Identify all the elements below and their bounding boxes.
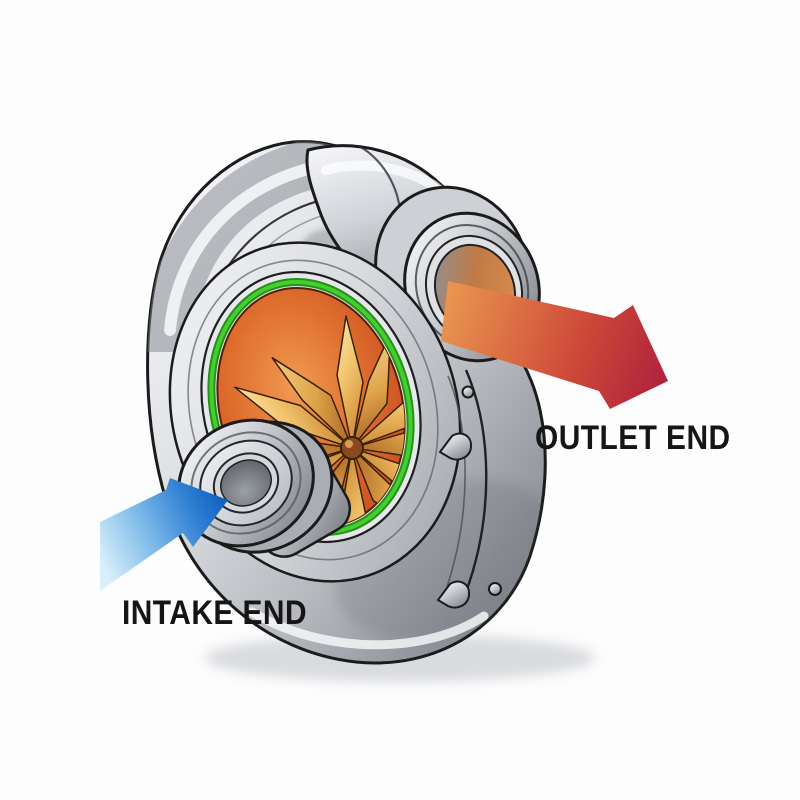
- bolt-ball-upper: [461, 385, 475, 399]
- bolt-ball-lower: [488, 582, 502, 596]
- bolt-lower: [436, 580, 471, 609]
- impeller-hub: [340, 436, 364, 460]
- intake-bore: [220, 459, 272, 507]
- outlet-label: OUTLET END: [535, 419, 731, 457]
- impeller-blade: [271, 357, 353, 449]
- impeller-blade: [336, 315, 364, 449]
- flange-line-outer: [464, 369, 488, 593]
- outlet-flow-arrow: [441, 281, 668, 409]
- intake-flow-arrow: [100, 478, 228, 591]
- bolt-upper: [438, 432, 473, 461]
- impeller-hub-highlight: [345, 440, 353, 448]
- flange-line-inner: [446, 375, 466, 588]
- intake-label: INTAKE END: [122, 594, 308, 632]
- intake-ring-assembly: [177, 418, 334, 554]
- impeller-blade: [351, 333, 391, 449]
- housing-bottom-highlight: [247, 607, 489, 650]
